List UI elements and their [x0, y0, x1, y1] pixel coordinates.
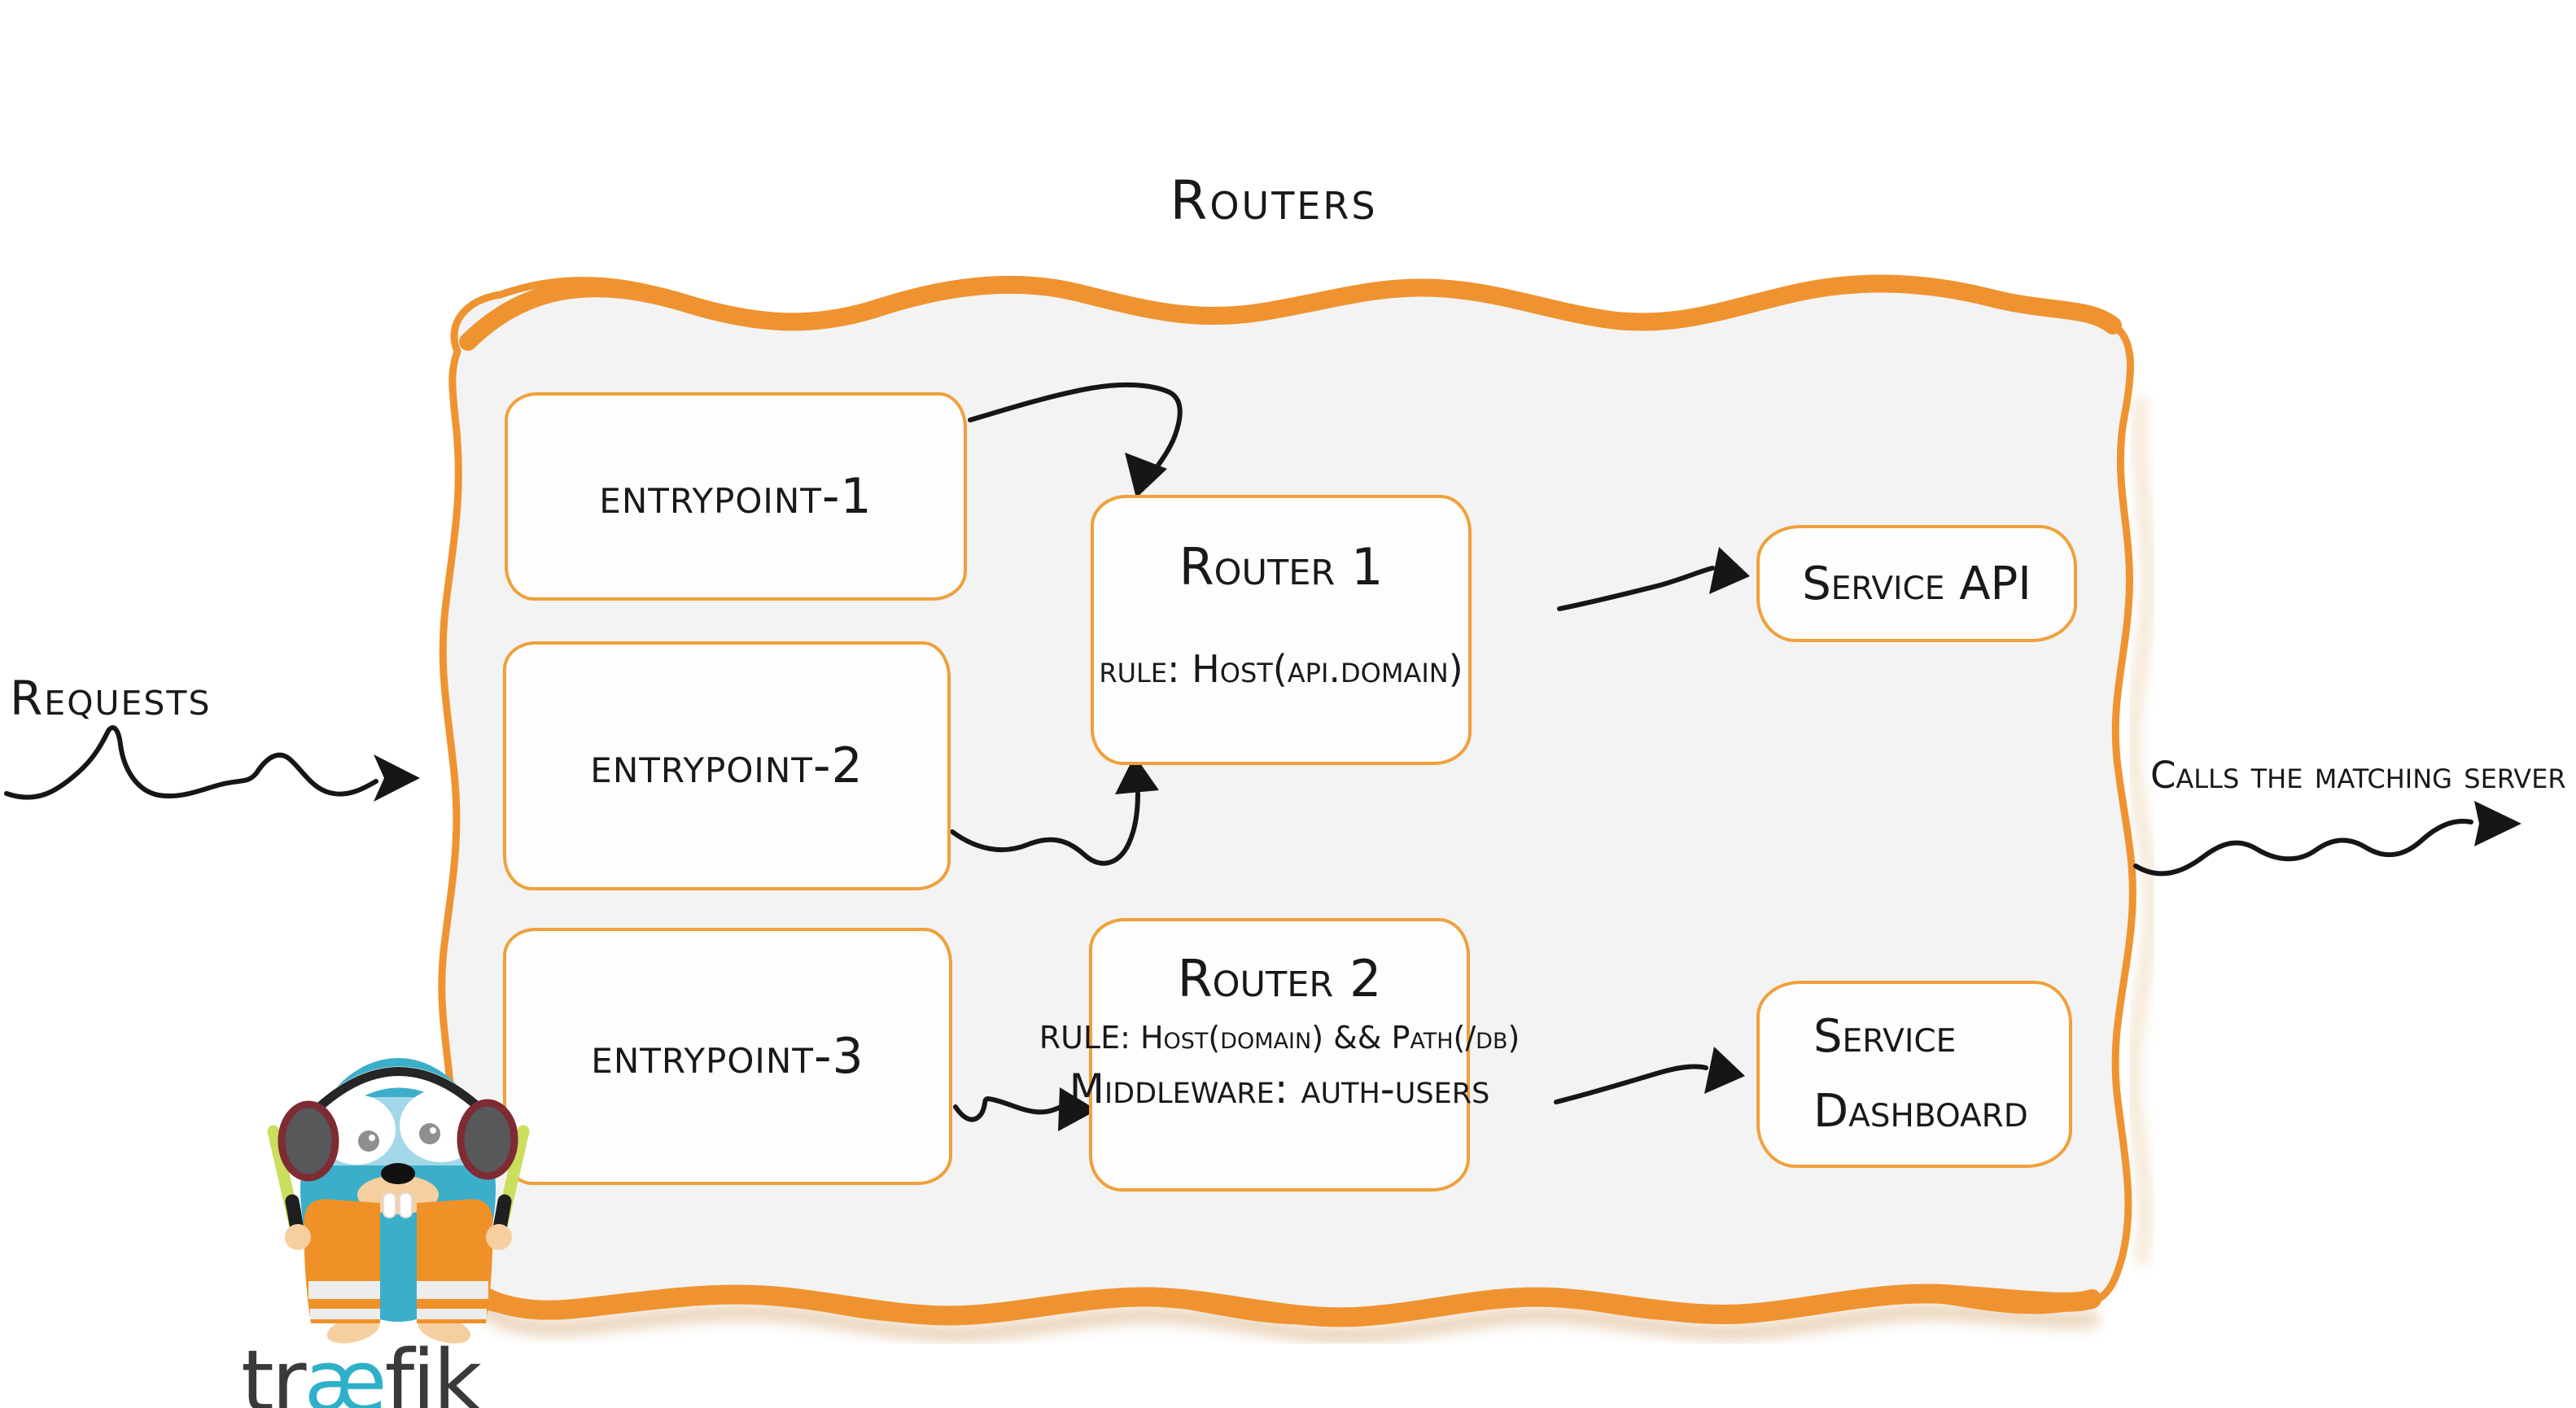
arrow-router-2-to-service-dashboard: [1554, 1047, 1745, 1104]
service-dashboard-box: Service Dashboard: [1756, 981, 2072, 1168]
entrypoint-1-label: entrypoint-1: [599, 468, 873, 525]
router-2-box: Router 2 RULE: Host(domain) && Path(/db)…: [1039, 918, 1520, 1192]
router-1-box: Router 1 rule: Host(api.domain): [1091, 495, 1472, 765]
router-1-title: Router 1: [1179, 537, 1384, 597]
wordmark-prefix: tr: [241, 1331, 307, 1408]
router-2-rule: RULE: Host(domain) && Path(/db): [1039, 1020, 1520, 1056]
arrow-router-1-to-service-api: [1557, 547, 1750, 611]
entrypoint-1-box: entrypoint-1: [505, 392, 967, 601]
requests-label: Requests: [10, 671, 212, 726]
entrypoint-3-box: entrypoint-3: [503, 928, 952, 1185]
entrypoint-2-box: entrypoint-2: [503, 641, 951, 890]
router-1-rule: rule: Host(api.domain): [1099, 647, 1463, 691]
service-api-label: Service API: [1802, 557, 2031, 610]
router-2-title: Router 2: [1177, 949, 1382, 1008]
service-api-box: Service API: [1756, 525, 2077, 642]
arrow-entrypoint-1-to-router-1: [968, 382, 1183, 498]
entrypoint-2-label: entrypoint-2: [590, 737, 864, 794]
traefik-gopher-icon: [267, 1058, 530, 1344]
arrow-entrypoint-3-to-router-2: [953, 1087, 1097, 1131]
frame-shadow: [460, 396, 2157, 1344]
router-2-middleware: Middleware: auth-users: [1069, 1065, 1490, 1113]
arrow-entrypoint-2-to-router-1: [950, 755, 1159, 866]
calls-matching-server-label: Calls the matching server: [2150, 754, 2566, 797]
requests-arrow: [4, 725, 420, 802]
entrypoint-3-label: entrypoint-3: [591, 1028, 864, 1085]
service-dashboard-label: Service Dashboard: [1813, 1009, 2028, 1138]
wordmark-ligature: æ: [304, 1331, 387, 1408]
wordmark-suffix: fik: [384, 1331, 483, 1408]
calls-arrow: [2133, 801, 2521, 877]
diagram-title: Routers: [1170, 169, 1378, 232]
traefik-wordmark: træfik: [241, 1331, 483, 1408]
